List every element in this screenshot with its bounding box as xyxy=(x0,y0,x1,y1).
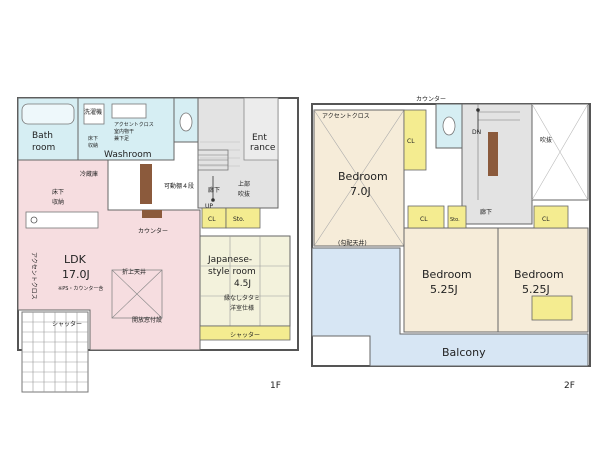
bedroom-b-label-1: Bedroom xyxy=(514,268,564,281)
storage-2f xyxy=(447,205,467,229)
open-window-label: 開放窓付設 xyxy=(132,316,162,324)
shutter-jp-label: シャッター xyxy=(230,331,260,339)
bathtub xyxy=(21,103,75,125)
bedroom-main-label-1: Bedroom xyxy=(338,170,388,183)
slope-ceiling-label: (勾配天井) xyxy=(338,239,367,247)
cl-1f-label: CL xyxy=(208,216,216,223)
accent-cross-ldk-label: アクセントクロス xyxy=(30,252,37,300)
wash-machine-label: 洗濯機 xyxy=(84,108,102,116)
floor-1f xyxy=(17,97,299,393)
ldk-label-1: LDK xyxy=(64,253,87,266)
japanese-label-1: Japanese- xyxy=(207,255,252,265)
sink xyxy=(111,103,147,119)
dn-label: DN xyxy=(472,129,481,136)
fridge-label: 冷蔵庫 xyxy=(80,170,98,178)
cl-a-label: CL xyxy=(420,216,428,223)
indoor-drying-label: 室内物干 xyxy=(114,128,134,135)
toilet-icon xyxy=(179,112,193,132)
accent-cross-bed-label: アクセントクロス xyxy=(322,113,370,120)
storage-1f xyxy=(225,207,261,229)
under-floor-kitchen-label-1: 床下 xyxy=(52,188,64,196)
washroom-label: Washroom xyxy=(104,150,152,160)
counter-1f-shelf xyxy=(142,210,162,218)
shutter-jp-box xyxy=(199,325,291,341)
bedroom-b-label-2: 5.25J xyxy=(522,283,550,296)
hall-1f-label: 廊下 xyxy=(208,186,220,194)
kitchen-counter xyxy=(25,211,99,229)
upper-void-label-1: 上部 xyxy=(238,180,250,188)
entrance-label-2: rance xyxy=(250,143,276,153)
entrance-label-1: Ent xyxy=(252,133,267,143)
washing-machine xyxy=(83,103,105,125)
ldk-room xyxy=(17,159,201,351)
balcony xyxy=(311,247,589,367)
floor-2f xyxy=(311,103,591,367)
up-label: UP xyxy=(205,203,213,210)
closet-b-top xyxy=(533,205,569,229)
floor-2f-labels: アクセントクロス Bedroom 7.0J (勾配天井) CL カウンター DN… xyxy=(322,95,575,391)
ldk-label-2: 17.0J xyxy=(62,268,90,281)
bath-label-1: Bath xyxy=(32,131,53,141)
floor-1f-title: 1F xyxy=(270,381,281,391)
kitchen-shelf-label: 可動棚４段 xyxy=(164,182,194,190)
stove-icon xyxy=(30,216,38,224)
cl-b-label: CL xyxy=(542,216,550,223)
japanese-label-3: 4.5J xyxy=(234,279,251,289)
void-2f-label: 吹抜 xyxy=(540,136,552,144)
shutter-ldk-label: シャッター xyxy=(52,320,82,328)
counter-2f-label: カウンター xyxy=(416,95,446,103)
sto-1f-label: Sto. xyxy=(233,216,245,223)
bedroom-a-label-2: 5.25J xyxy=(430,283,458,296)
bedroom-a-label-1: Bedroom xyxy=(422,268,472,281)
closet-b xyxy=(531,295,573,321)
ceiling-fold-frame xyxy=(111,269,163,319)
floor-1f-labels: 洗濯機 アクセントクロス 室内物干 兼下足 床下 収納 Washroom Bat… xyxy=(30,108,281,391)
cl-main-label: CL xyxy=(407,138,415,145)
sto-2f-label: Sto. xyxy=(450,217,460,223)
upper-void-label-2: 吹抜 xyxy=(238,190,250,198)
bath-label-2: room xyxy=(32,143,55,153)
terrace xyxy=(21,311,89,393)
under-floor-wash-label-1: 床下 xyxy=(88,135,98,142)
under-floor-wash-label-2: 収納 xyxy=(88,142,98,149)
hall-2f-label: 廊下 xyxy=(480,208,492,216)
japanese-label-2: style room xyxy=(208,267,256,277)
bedroom-main-label-2: 7.0J xyxy=(350,185,371,198)
shoe-label: 兼下足 xyxy=(114,135,129,142)
ceiling-fold-label: 折上天井 xyxy=(122,268,146,276)
japanese-label-4: 縁なしタタミ xyxy=(224,294,260,302)
accent-cross-wash-label: アクセントクロス xyxy=(114,122,154,128)
toilet-2f-icon xyxy=(442,116,456,136)
stairs-2f xyxy=(476,104,520,200)
japanese-room xyxy=(199,235,291,327)
floor-2f-title: 2F xyxy=(564,381,575,391)
stairs-1f xyxy=(140,149,229,204)
closet-main xyxy=(403,109,427,171)
closet-a xyxy=(407,205,445,229)
japanese-label-5: 洋室仕様 xyxy=(230,304,254,312)
ldk-label-3: ※PS・カウンター含 xyxy=(58,285,103,292)
entrance xyxy=(243,97,279,161)
under-floor-kitchen-label-2: 収納 xyxy=(52,198,64,206)
counter-1f-label: カウンター xyxy=(138,227,168,235)
balcony-label: Balcony xyxy=(442,346,486,359)
